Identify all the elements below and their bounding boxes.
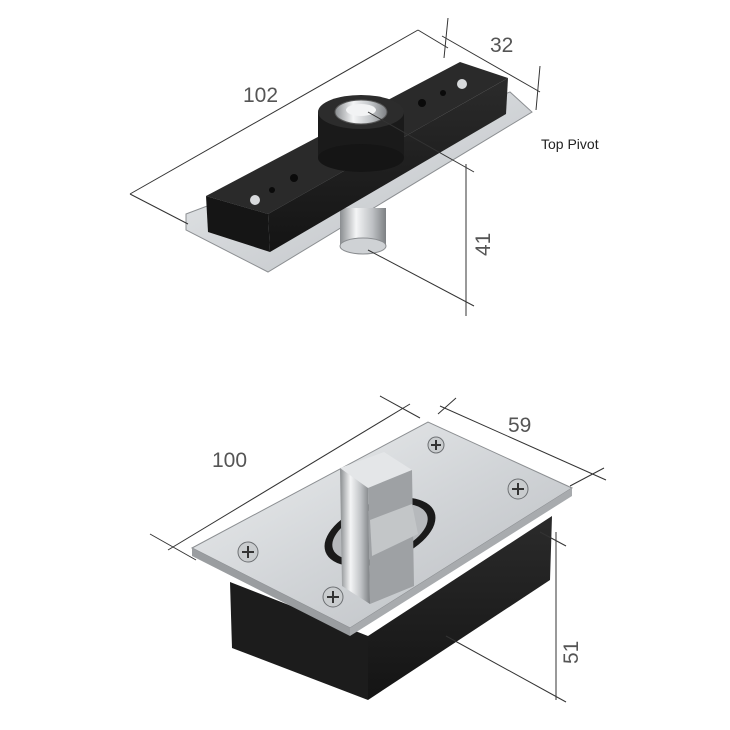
top-pivot-hole [269,187,275,193]
top-pivot-block-front [206,196,270,252]
bottom-pivot-housing-front [230,582,368,700]
bottom-pivot-screw [322,586,344,608]
top-width-dimension: 32 [441,17,541,111]
top-pivot-hole [290,174,298,182]
top-pivot-label: Top Pivot [541,136,599,152]
top-height-dimension: 41 [367,111,495,316]
top-pivot-hole [440,90,446,96]
bottom-pivot-screw [507,478,529,500]
bottom-pivot: 100 59 51 [149,395,607,703]
bottom-width-label: 59 [508,414,531,437]
top-length-dimension: 102 [129,29,449,225]
top-width-label: 32 [490,34,513,57]
bottom-width-dimension: 59 [437,397,607,487]
top-height-label: 41 [472,233,495,256]
bottom-pivot-housing-side [368,516,552,700]
top-pivot-hole [418,99,426,107]
top-pivot: 102 32 41 Top Pivot [129,17,599,316]
bottom-length-dimension: 100 [149,395,421,561]
bottom-pivot-spindle [340,452,418,604]
top-pivot-pin [339,208,387,255]
bottom-pivot-plate-edge [192,548,350,636]
top-pivot-hole [457,79,467,89]
bottom-pivot-screw [237,541,259,563]
bottom-length-label: 100 [212,449,247,472]
bottom-pivot-screw [427,436,445,454]
top-pivot-hole [250,195,260,205]
top-length-label: 102 [243,84,278,107]
bottom-pivot-plate-edge [350,488,572,636]
top-pivot-bushing [318,95,404,172]
bottom-height-label: 51 [560,641,583,664]
bottom-height-dimension: 51 [445,531,583,703]
